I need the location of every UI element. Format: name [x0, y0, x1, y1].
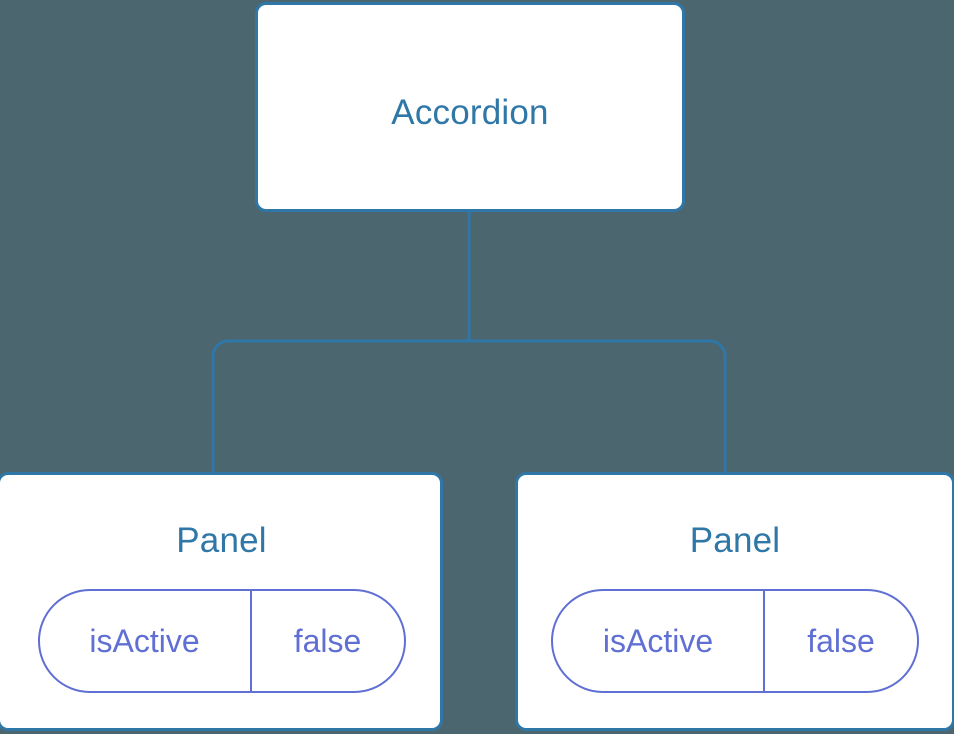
edge-branch-left: [211, 339, 469, 474]
prop-pill-isactive[interactable]: isActive false: [551, 589, 919, 693]
prop-value: false: [807, 622, 875, 659]
edge-branch-right: [469, 339, 727, 474]
prop-key: isActive: [40, 591, 252, 691]
prop-list: isActive false: [3, 589, 440, 693]
node-title: Panel: [689, 521, 781, 560]
node-panel-2[interactable]: Panel isActive false: [515, 472, 954, 731]
node-title: Panel: [176, 521, 267, 560]
prop-value: false: [293, 622, 362, 659]
prop-key: isActive: [553, 591, 765, 691]
node-accordion[interactable]: Accordion: [255, 2, 685, 212]
node-panel-1[interactable]: Panel isActive false: [0, 472, 443, 731]
prop-list: isActive false: [518, 589, 952, 693]
prop-pill-isactive[interactable]: isActive false: [37, 589, 406, 693]
node-title: Accordion: [391, 93, 549, 132]
